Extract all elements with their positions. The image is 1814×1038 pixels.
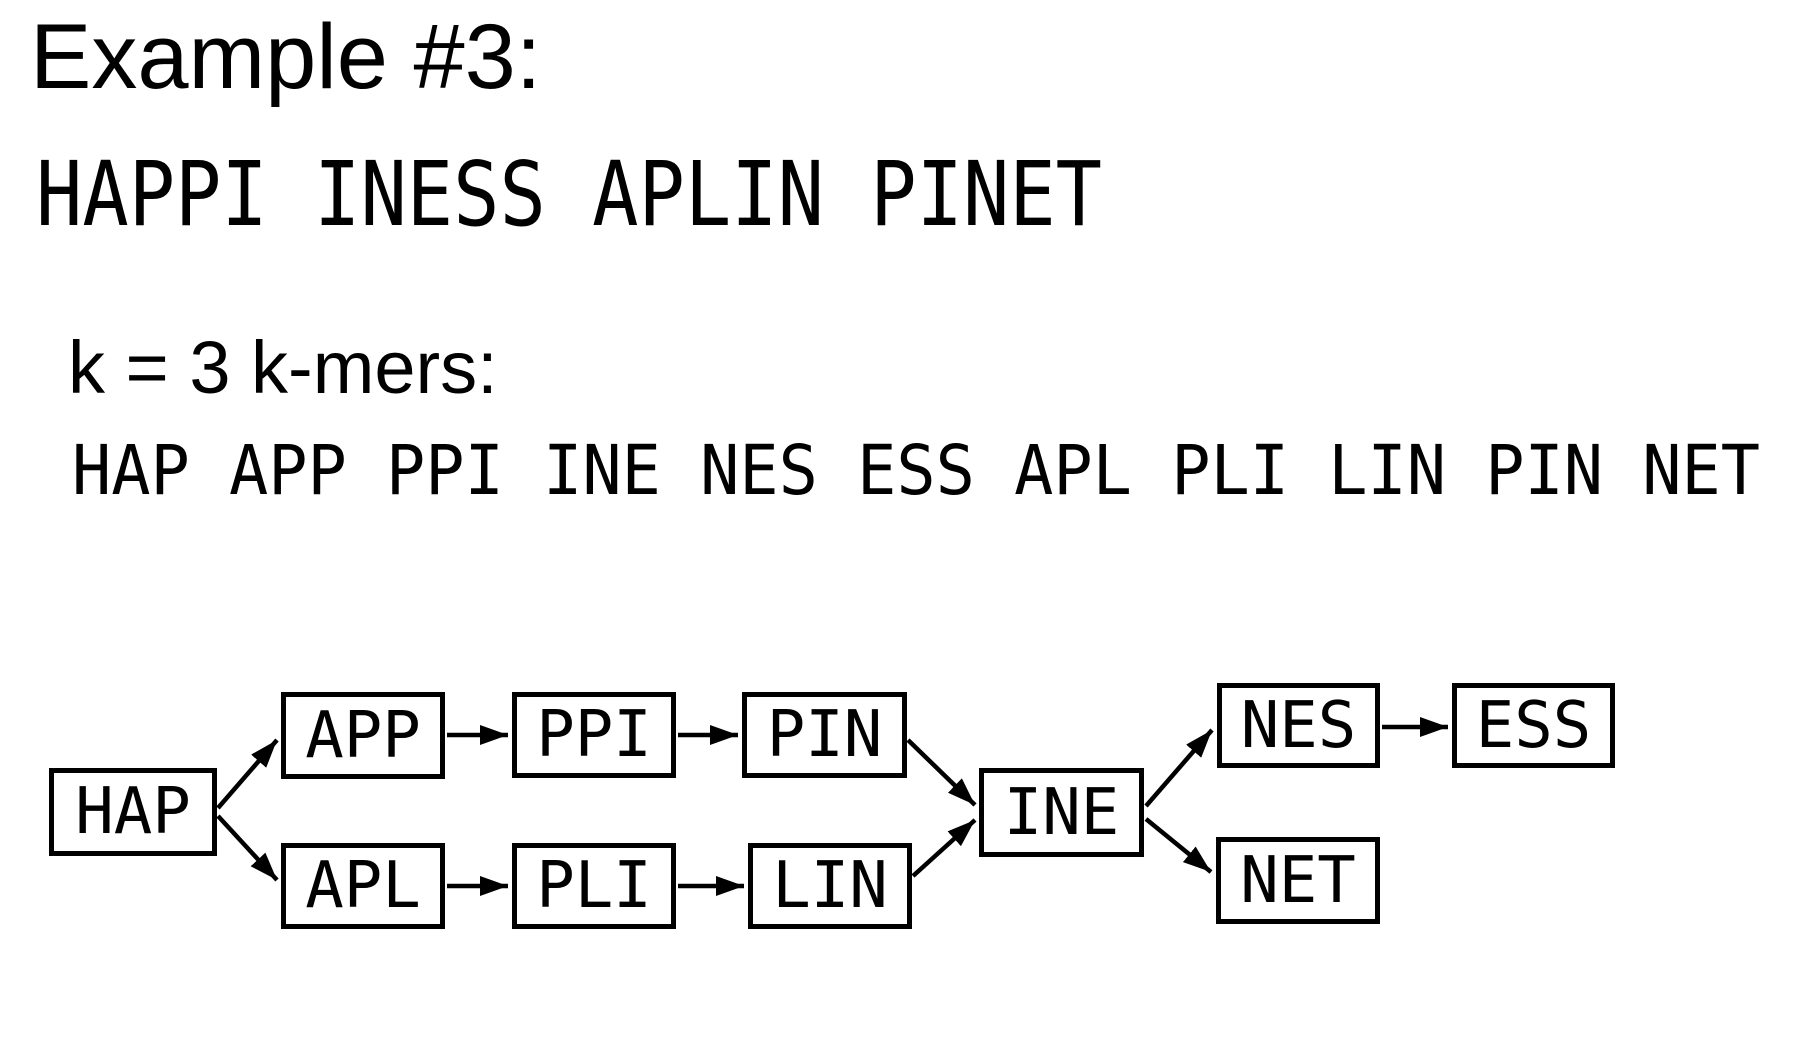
kmer-count-label: k = 3 k-mers: — [68, 326, 498, 409]
graph-node-pli: PLI — [512, 843, 676, 929]
graph-node-nes: NES — [1217, 683, 1380, 768]
kmer-list: HAP APP PPI INE NES ESS APL PLI LIN PIN … — [72, 437, 1814, 506]
graph-node-hap: HAP — [49, 768, 217, 856]
graph-node-ess: ESS — [1452, 683, 1615, 768]
graph-node-label: APL — [305, 849, 421, 923]
graph-node-label: PIN — [766, 698, 883, 772]
graph-node-ppi: PPI — [512, 692, 676, 778]
graph-node-label: NET — [1240, 843, 1356, 918]
graph-edge-ine-nes — [1144, 728, 1214, 808]
graph-node-net: NET — [1216, 837, 1380, 924]
graph-edge-hap-app — [216, 738, 279, 810]
graph-node-label: PLI — [536, 849, 652, 923]
graph-edge-pin-ine — [906, 738, 977, 807]
graph-node-label: HAP — [75, 775, 191, 849]
graph-node-label: APP — [305, 698, 421, 773]
reads-text-value: HAPPI INESS APLIN PINET — [36, 142, 1103, 246]
graph-edge-hap-apl — [216, 814, 279, 882]
graph-node-label: INE — [1003, 775, 1120, 850]
graph-edge-lin-ine — [911, 818, 977, 878]
graph-edge-ine-net — [1144, 817, 1213, 874]
graph-node-app: APP — [281, 692, 445, 779]
graph-node-pin: PIN — [742, 692, 907, 778]
graph-node-lin: LIN — [748, 843, 912, 929]
graph-node-label: ESS — [1475, 688, 1592, 763]
graph-node-label: LIN — [772, 849, 888, 923]
reads-text: HAPPI INESS APLIN PINET — [36, 150, 1268, 239]
graph-node-apl: APL — [281, 843, 445, 929]
graph-node-label: NES — [1240, 688, 1357, 763]
slide-title: Example #3: — [30, 6, 542, 108]
graph-node-ine: INE — [979, 768, 1144, 857]
kmer-list-value: HAP APP PPI INE NES ESS APL PLI LIN PIN … — [72, 431, 1761, 511]
graph-node-label: PPI — [536, 698, 652, 772]
